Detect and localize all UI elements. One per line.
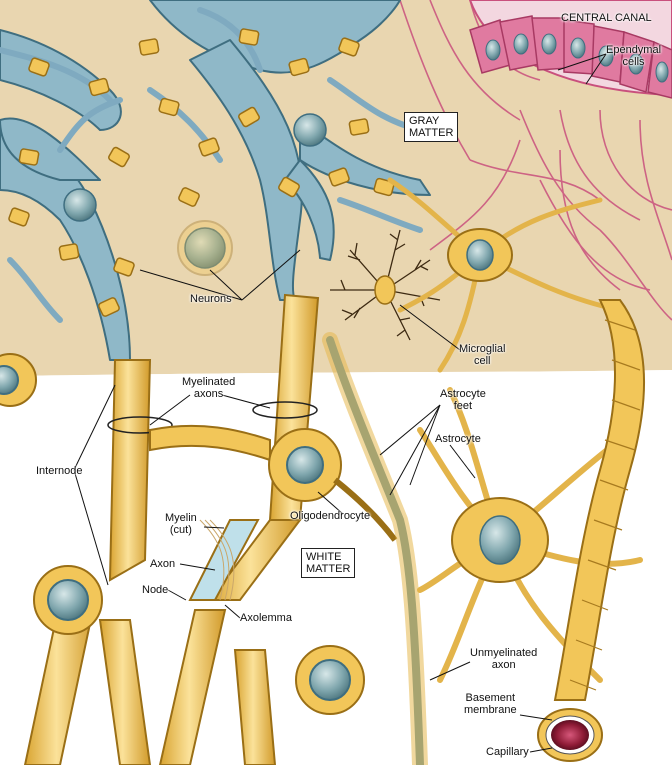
label-myelinated-axons: Myelinated axons	[182, 376, 235, 400]
label-axolemma: Axolemma	[240, 612, 292, 624]
label-gray-matter: GRAY MATTER	[404, 112, 458, 142]
label-ependymal-line2: cells	[606, 56, 661, 68]
label-oligodendrocyte: Oligodendrocyte	[290, 510, 370, 522]
label-unmyelinated-line1: Unmyelinated	[470, 647, 537, 659]
label-myelinated-line2: axons	[182, 388, 235, 400]
label-gray-line1: GRAY	[409, 115, 453, 127]
label-myelinated-line1: Myelinated	[182, 376, 235, 388]
label-unmyelinated-line2: axon	[470, 659, 537, 671]
label-internode: Internode	[36, 465, 82, 477]
label-microglial-line2: cell	[459, 355, 505, 367]
label-node: Node	[142, 584, 168, 596]
label-unmyelinated-axon: Unmyelinated axon	[470, 647, 537, 671]
label-myelin-cut: Myelin (cut)	[165, 512, 197, 536]
label-central-canal: CENTRAL CANAL	[561, 12, 652, 24]
label-ependymal-line1: Ependymal	[606, 44, 661, 56]
label-white-matter: WHITE MATTER	[301, 548, 355, 578]
label-axon: Axon	[150, 558, 175, 570]
label-astrocyte-feet: Astrocyte feet	[440, 388, 486, 412]
label-white-line1: WHITE	[306, 551, 350, 563]
label-white-line2: MATTER	[306, 563, 350, 575]
label-astrocyte-feet-line1: Astrocyte	[440, 388, 486, 400]
label-neurons: Neurons	[190, 293, 232, 305]
label-ependymal-cells: Ependymal cells	[606, 44, 661, 68]
label-astrocyte-feet-line2: feet	[440, 400, 486, 412]
microglial-nucleus	[375, 276, 395, 304]
label-basement-line2: membrane	[464, 704, 517, 716]
label-myelin-line2: (cut)	[165, 524, 197, 536]
label-astrocyte: Astrocyte	[435, 433, 481, 445]
label-microglial-line1: Microglial	[459, 343, 505, 355]
label-capillary: Capillary	[486, 746, 529, 758]
label-microglial-cell: Microglial cell	[459, 343, 505, 367]
label-myelin-line1: Myelin	[165, 512, 197, 524]
label-basement-line1: Basement	[464, 692, 517, 704]
label-basement-membrane: Basement membrane	[464, 692, 517, 716]
label-gray-line2: MATTER	[409, 127, 453, 139]
